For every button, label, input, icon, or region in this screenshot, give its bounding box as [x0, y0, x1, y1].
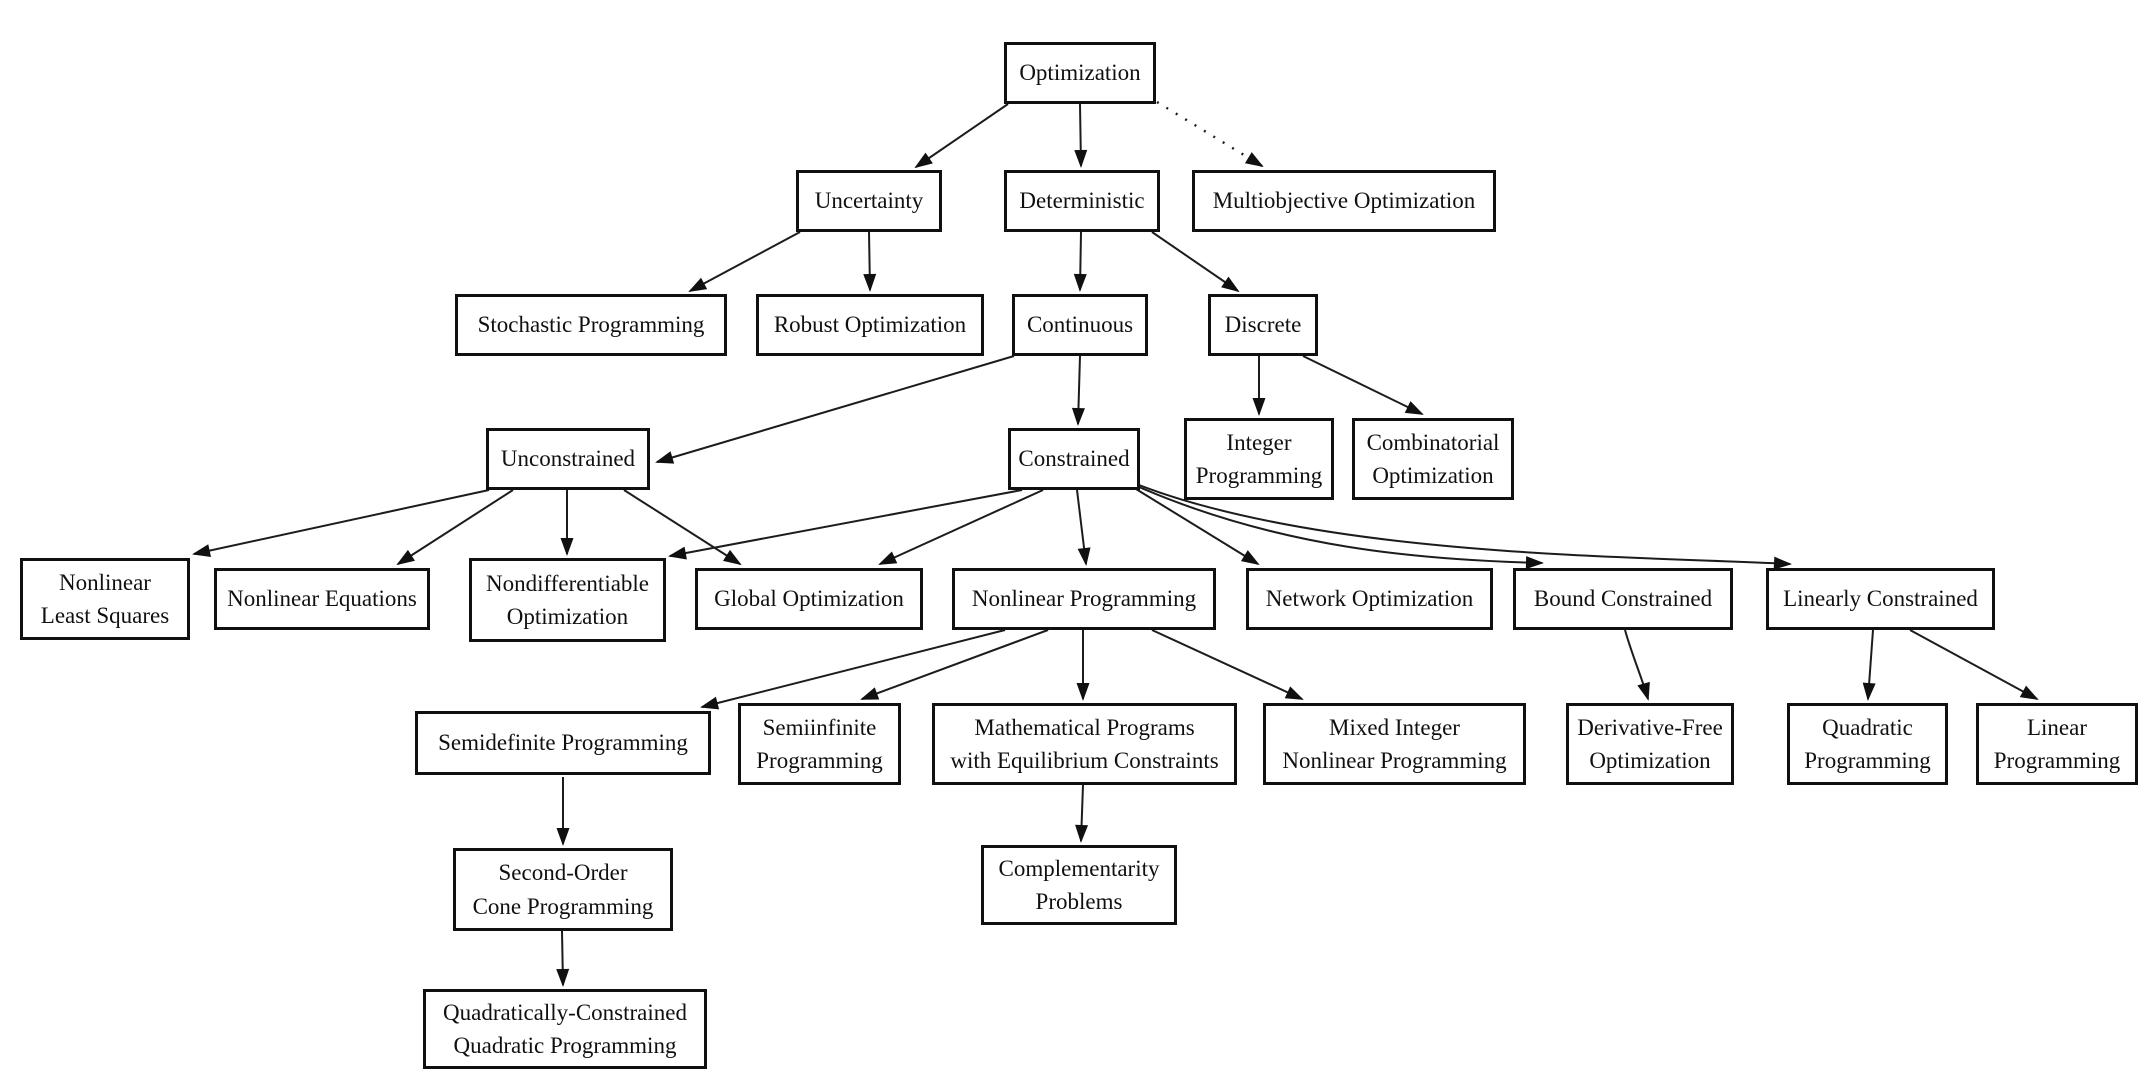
node-continuous: Continuous: [1012, 294, 1148, 356]
node-semiinf: Semiinfinite Programming: [738, 703, 901, 785]
edge-socp-qcqp: [556, 930, 570, 987]
edge-constrained-linearly: [1138, 484, 1792, 570]
edge-nlp-sdp: [700, 629, 1006, 710]
edge-unconstrained-global: [623, 489, 742, 566]
node-dfo: Derivative-Free Optimization: [1566, 703, 1734, 785]
node-integer: Integer Programming: [1184, 418, 1334, 500]
edge-nlp-minlp: [1151, 629, 1304, 700]
edge-linearly-qp: [1862, 629, 1876, 701]
edge-uncertainty-robust: [863, 231, 877, 292]
edge-constrained-bound: [1138, 486, 1544, 570]
edge-optimization-uncertainty: [914, 103, 1009, 169]
node-constrained: Constrained: [1008, 428, 1140, 490]
node-comp: Complementarity Problems: [981, 845, 1177, 925]
node-unconstrained: Unconstrained: [486, 428, 650, 490]
node-global: Global Optimization: [695, 568, 923, 630]
node-uncertainty: Uncertainty: [796, 170, 942, 232]
node-nondiff: Nondifferentiable Optimization: [469, 558, 666, 642]
edge-unconstrained-nleq: [396, 489, 514, 566]
node-bound: Bound Constrained: [1513, 568, 1733, 630]
edge-deterministic-continuous: [1073, 231, 1087, 292]
node-nleq: Nonlinear Equations: [214, 568, 430, 630]
edge-constrained-network: [1135, 488, 1260, 566]
node-lp: Linear Programming: [1976, 703, 2138, 785]
edge-optimization-multiobjective: [1156, 100, 1264, 168]
node-minlp: Mixed Integer Nonlinear Programming: [1263, 703, 1526, 785]
edge-continuous-constrained: [1071, 355, 1085, 426]
edge-mpec-comp: [1075, 784, 1089, 843]
node-optimization: Optimization: [1004, 42, 1156, 104]
node-sdp: Semidefinite Programming: [415, 711, 711, 775]
edge-bound-dfo: [1624, 629, 1650, 701]
node-mpec: Mathematical Programs with Equilibrium C…: [932, 703, 1237, 785]
edge-uncertainty-stochastic: [688, 231, 801, 292]
node-network: Network Optimization: [1246, 568, 1493, 630]
edge-unconstrained-nls: [192, 489, 490, 557]
node-nlp: Nonlinear Programming: [952, 568, 1216, 630]
edge-linearly-lp: [1909, 629, 2039, 700]
node-stochastic: Stochastic Programming: [455, 294, 727, 356]
node-deterministic: Deterministic: [1004, 170, 1160, 232]
edge-constrained-nlp: [1076, 489, 1091, 566]
node-socp: Second-Order Cone Programming: [453, 848, 673, 931]
node-nls: Nonlinear Least Squares: [20, 558, 190, 640]
node-linearly: Linearly Constrained: [1766, 568, 1995, 630]
edge-deterministic-discrete: [1151, 231, 1240, 293]
node-multiobjective: Multiobjective Optimization: [1192, 170, 1496, 232]
edge-optimization-deterministic: [1074, 103, 1088, 168]
edge-discrete-combinatorial: [1302, 355, 1424, 415]
node-discrete: Discrete: [1208, 294, 1318, 356]
node-combinatorial: Combinatorial Optimization: [1352, 418, 1514, 500]
edge-constrained-global: [878, 489, 1044, 565]
edge-nlp-semiinf: [860, 629, 1049, 700]
node-robust: Robust Optimization: [756, 294, 984, 356]
node-qcqp: Quadratically-Constrained Quadratic Prog…: [423, 989, 707, 1069]
node-qp: Quadratic Programming: [1787, 703, 1948, 785]
edge-continuous-unconstrained: [655, 355, 1015, 464]
edge-constrained-nondiff: [668, 489, 1023, 560]
